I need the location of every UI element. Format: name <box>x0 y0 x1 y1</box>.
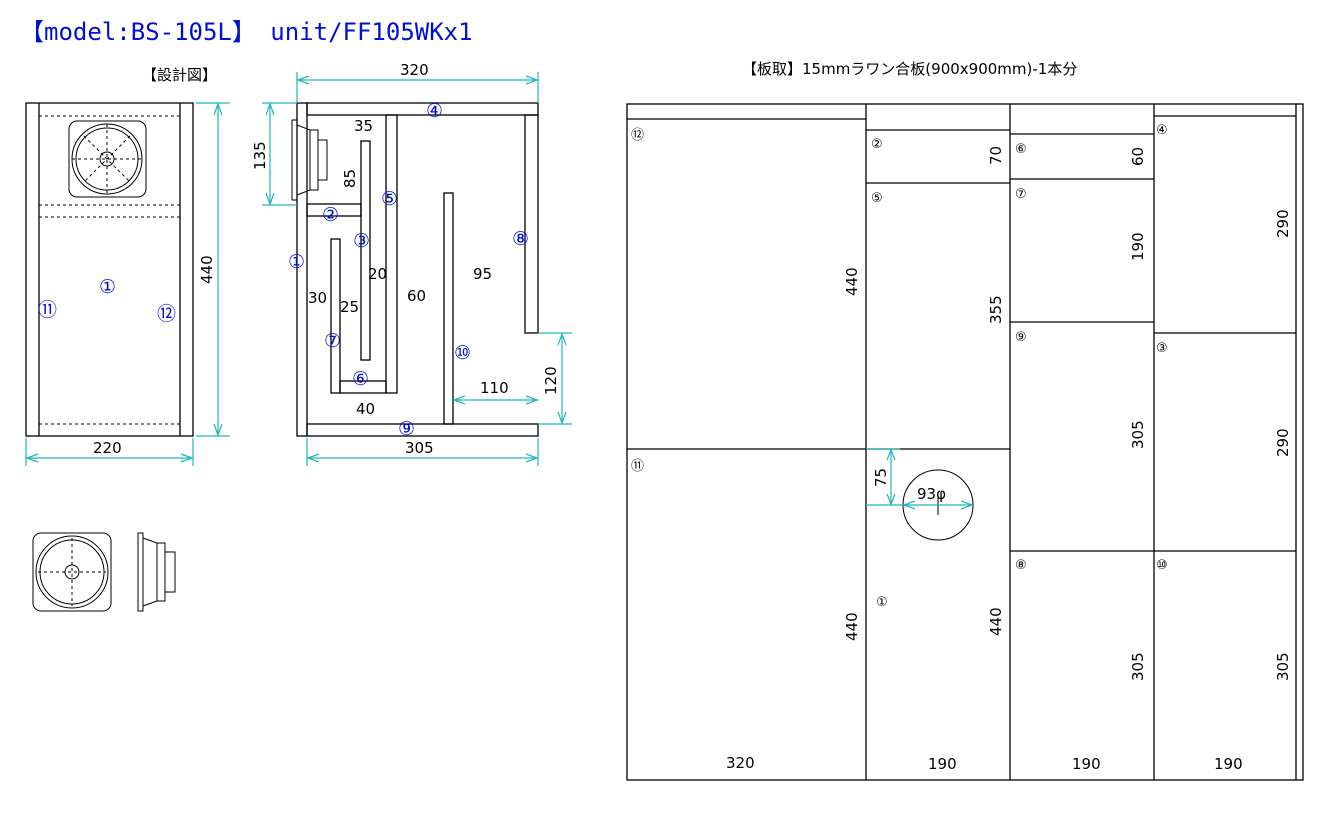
svg-text:75: 75 <box>872 468 890 487</box>
label-panel-3: ③ <box>353 230 370 252</box>
speaker-hole: 75 93φ <box>866 448 974 541</box>
label-panel-9: ⑨ <box>398 418 415 440</box>
svg-text:290: 290 <box>1274 209 1292 238</box>
svg-text:④: ④ <box>1156 123 1168 138</box>
svg-text:190: 190 <box>1214 755 1243 773</box>
label-panel-2: ② <box>322 204 339 226</box>
dim-port-height: 120 <box>538 332 572 425</box>
label-panel-7: ⑦ <box>324 330 341 352</box>
svg-text:25: 25 <box>340 298 359 316</box>
svg-text:190: 190 <box>928 755 957 773</box>
svg-text:355: 355 <box>987 295 1005 324</box>
svg-text:220: 220 <box>93 439 122 457</box>
svg-text:③: ③ <box>1156 341 1168 356</box>
speaker-unit-front-icon <box>32 532 112 612</box>
label-panel-8: ⑧ <box>512 228 529 250</box>
svg-text:⑥: ⑥ <box>1015 142 1027 157</box>
svg-text:290: 290 <box>1274 428 1292 457</box>
svg-text:440: 440 <box>843 612 861 641</box>
svg-text:②: ② <box>871 137 883 152</box>
side-view: 320 135 120 110 <box>251 61 572 466</box>
svg-text:⑤: ⑤ <box>871 191 883 206</box>
svg-text:190: 190 <box>1072 755 1101 773</box>
svg-text:440: 440 <box>987 607 1005 636</box>
svg-text:305: 305 <box>405 439 434 457</box>
speaker-unit-side-icon <box>137 532 176 612</box>
svg-text:320: 320 <box>400 61 429 79</box>
speaker-front-icon <box>68 120 147 198</box>
dim-front-height: 440 <box>196 102 230 437</box>
speaker-side-icon <box>291 119 328 201</box>
label-panel-5: ⑤ <box>381 188 398 210</box>
label-panel-12: ⑫ <box>157 303 176 325</box>
front-view: 440 220 ① ⑪ ⑫ <box>25 102 230 466</box>
svg-text:20: 20 <box>368 265 387 283</box>
svg-text:35: 35 <box>354 117 373 135</box>
svg-text:⑦: ⑦ <box>1015 187 1027 202</box>
dim-port-width: 110 <box>452 379 539 405</box>
label-panel-11: ⑪ <box>38 299 57 321</box>
svg-text:135: 135 <box>251 141 269 170</box>
front-outline <box>25 102 194 437</box>
model-title: 【model:BS-105L】 unit/FF105WKx1 <box>20 18 473 46</box>
svg-text:110: 110 <box>480 379 509 397</box>
svg-text:⑧: ⑧ <box>1015 558 1027 573</box>
svg-text:40: 40 <box>356 400 375 418</box>
svg-text:70: 70 <box>987 146 1005 165</box>
cutting-heading: 【板取】15mmラワン合板(900x900mm)-1本分 <box>742 60 1077 78</box>
dim-side-depth: 320 <box>296 61 539 103</box>
svg-text:①: ① <box>876 595 888 610</box>
svg-text:⑪: ⑪ <box>631 459 644 474</box>
label-panel-10: ⑩ <box>454 342 471 364</box>
cutting-layout: ⑫ 440 ⑪ 440 ② 70 ⑤ 355 ① 440 ⑥ 60 ⑦ 190 … <box>626 103 1304 781</box>
svg-text:95: 95 <box>473 265 492 283</box>
svg-text:305: 305 <box>1274 652 1292 681</box>
label-panel-4: ④ <box>426 100 443 122</box>
svg-text:305: 305 <box>1129 652 1147 681</box>
svg-text:60: 60 <box>407 287 426 305</box>
dim-speaker-height: 135 <box>251 102 297 206</box>
svg-text:85: 85 <box>341 169 359 188</box>
svg-text:93φ: 93φ <box>917 485 946 503</box>
label-panel-6: ⑥ <box>352 368 369 390</box>
dim-side-bottom: 305 <box>306 438 539 466</box>
svg-text:190: 190 <box>1129 232 1147 261</box>
svg-text:120: 120 <box>542 366 560 395</box>
svg-text:⑨: ⑨ <box>1015 330 1027 345</box>
dim-front-width: 220 <box>25 438 194 466</box>
svg-text:305: 305 <box>1129 420 1147 449</box>
design-heading: 【設計図】 <box>142 66 217 84</box>
svg-text:440: 440 <box>198 255 216 284</box>
svg-text:440: 440 <box>843 267 861 296</box>
svg-text:60: 60 <box>1129 147 1147 166</box>
svg-text:⑫: ⑫ <box>631 128 644 143</box>
label-panel-1-side: ① <box>288 251 305 273</box>
svg-text:⑩: ⑩ <box>1156 558 1168 573</box>
svg-text:30: 30 <box>308 289 327 307</box>
svg-text:320: 320 <box>726 754 755 772</box>
label-panel-1: ① <box>99 276 116 298</box>
